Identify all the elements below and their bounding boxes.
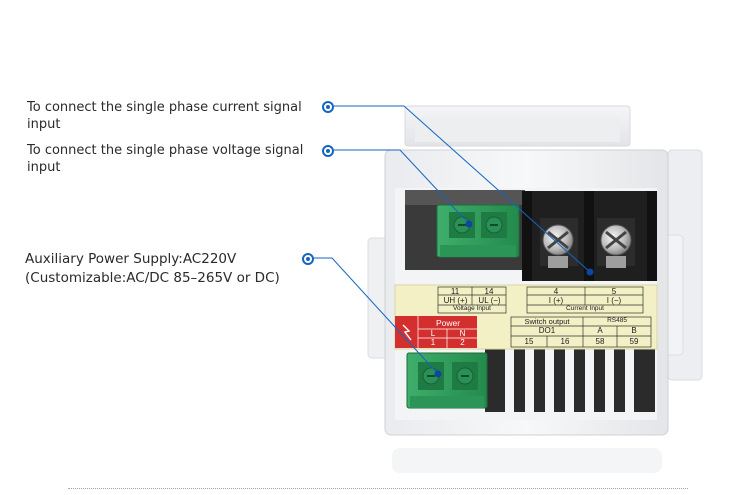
voltage-caption: Voltage Input [453, 305, 491, 312]
voltage-terminal-11: 11 [450, 287, 460, 296]
power-pin-l: L [430, 329, 436, 338]
rs485-b-label: B [631, 326, 637, 335]
rs485-terminal-58: 58 [595, 337, 605, 346]
power-title: Power [435, 318, 461, 328]
power-number-1: 1 [430, 338, 436, 347]
aux-power-line1: Auxiliary Power Supply:AC220V [25, 251, 237, 267]
power-pin-n: N [459, 329, 466, 338]
rs485-a-label: A [597, 326, 603, 335]
rs485-label: RS485 [607, 317, 627, 324]
current-signal-plus: I (+) [548, 296, 564, 305]
voltage-terminal-14: 14 [484, 287, 494, 296]
current-callout-marker-icon [322, 101, 334, 113]
switch-terminal-15: 15 [524, 337, 534, 346]
voltage-input-callout: To connect the single phase voltage sign… [27, 143, 304, 175]
switch-terminal-16: 16 [560, 337, 570, 346]
do1-label: DO1 [538, 326, 556, 335]
current-signal-minus: I (−) [606, 296, 622, 305]
voltage-signal-uh: UH (+) [443, 296, 468, 305]
aux-power-line2: (Customizable:AC/DC 85–265V or DC) [25, 270, 280, 286]
current-terminal-4: 4 [553, 287, 559, 296]
footer-divider [68, 488, 688, 489]
current-terminal-5: 5 [611, 287, 617, 296]
switch-output-label: Switch output [524, 317, 570, 326]
aux-power-callout-marker-icon [302, 253, 314, 265]
voltage-signal-ul: UL (−) [478, 296, 501, 305]
current-input-callout: To connect the single phase current sign… [27, 100, 302, 132]
aux-power-callout: Auxiliary Power Supply:AC220V (Customiza… [25, 250, 315, 288]
current-caption: Current Input [566, 305, 604, 312]
voltage-callout-marker-icon [322, 145, 334, 157]
power-number-2: 2 [460, 338, 465, 347]
rs485-terminal-59: 59 [629, 337, 639, 346]
